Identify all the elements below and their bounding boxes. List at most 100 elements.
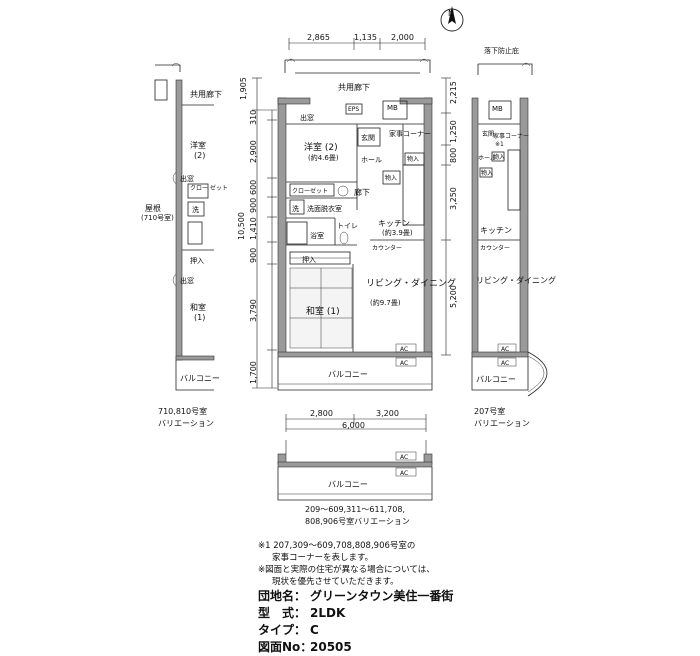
- meta-block: 団地名： グリーンタウン美住一番街 型 式： 2LDK タイプ： C 図面No：…: [258, 588, 453, 656]
- meta-type-value: C: [310, 623, 319, 637]
- tatami-mats: [289, 267, 353, 349]
- dim-left-7: 3,790: [249, 299, 258, 322]
- right-living-label: リビング・ダイニング: [476, 275, 556, 285]
- main-hall-label: ホール: [361, 156, 382, 164]
- compass-label: N: [448, 9, 454, 18]
- right-mb-label: MB: [492, 105, 503, 113]
- right-balcony-label: バルコニー: [476, 375, 516, 384]
- dim-bottom-1: 2,800: [310, 409, 333, 418]
- main-living-label: リビング・ダイニング: [366, 277, 456, 289]
- left-caption-1: 710,810号室: [158, 406, 207, 416]
- dim-bottom-total: 6,000: [342, 421, 365, 430]
- bottom-dimensions: 2,800 3,200 6,000: [285, 409, 427, 432]
- right-dimensions: 2,215 1,250 800 3,250 5,200: [441, 77, 458, 356]
- meta-kata-key: 型 式：: [258, 606, 307, 620]
- right-caption-1: 207号室: [474, 406, 505, 416]
- dim-right-2: 1,250: [449, 120, 458, 143]
- left-washitsu-label: 和室: [190, 302, 206, 312]
- main-storage1-label: 物入: [385, 174, 397, 182]
- main-oshiire-label: 押入: [302, 255, 316, 264]
- note-line: ※図面と実際の住宅が異なる場合については、: [258, 565, 435, 575]
- dim-right-1: 2,215: [449, 81, 458, 104]
- left-washitsu-num: (1): [194, 313, 205, 322]
- left-caption-2: バリエーション: [158, 419, 214, 428]
- dim-left-3: 600: [249, 180, 258, 195]
- main-genkan-label: 玄関: [361, 133, 375, 142]
- left-youshitsu-label: 洋室: [190, 140, 206, 150]
- dim-left-4: 900: [249, 198, 258, 213]
- main-ac1-label: AC: [400, 346, 408, 353]
- right-kaji-label: 家事コーナー: [493, 132, 529, 140]
- right-ac2-label: AC: [501, 360, 509, 367]
- left-dimensions: 1,905 310 2,900 600 900 1,410 900 3,790 …: [237, 77, 277, 389]
- dim-left-1: 310: [249, 110, 258, 125]
- main-living-size: (約9.7畳): [370, 298, 401, 307]
- main-ac2-label: AC: [400, 360, 408, 367]
- main-washitsu-label: 和室 (1): [306, 305, 340, 317]
- right-counter-label: カウンター: [480, 244, 510, 252]
- meta-danchi-key: 団地名：: [258, 589, 307, 603]
- dim-right-3: 800: [449, 148, 458, 163]
- dim-left-total: 10,500: [237, 212, 246, 240]
- meta-row-kata: 型 式： 2LDK: [258, 605, 453, 622]
- main-counter-label: カウンター: [372, 244, 402, 252]
- right-variant-plan: 落下防止庇 MB 玄関 家事コーナー ※1 ホール 物入 物入 キッチン カウン…: [471, 46, 556, 428]
- main-kitchen-label: キッチン: [378, 219, 410, 228]
- dim-left-6: 900: [249, 248, 258, 263]
- left-demado1-label: 出窓: [180, 174, 194, 183]
- dim-top-1: 2,865: [307, 33, 330, 42]
- top-canopy: [284, 58, 431, 74]
- main-demado-label: 出窓: [300, 113, 314, 122]
- right-genkan-label: 玄関: [482, 130, 494, 138]
- main-mb-label: MB: [387, 104, 398, 112]
- meta-danchi-value: グリーンタウン美住一番街: [310, 589, 454, 603]
- note-line: ※1 207,309～609,708,808,906号室の: [258, 541, 416, 551]
- left-oshiire-label: 押入: [190, 256, 204, 265]
- bottom-caption-1: 209～609,311～611,708,: [305, 505, 405, 514]
- left-closet-label: クロー ゼット: [190, 184, 228, 192]
- dim-right-5: 5,200: [449, 285, 458, 308]
- right-storage2-label: 物入: [481, 169, 493, 177]
- main-yokushitsu-label: 浴室: [310, 231, 324, 240]
- bottom-balcony-label: バルコニー: [328, 480, 368, 489]
- right-fall-label: 落下防止庇: [484, 46, 519, 55]
- dim-top-3: 2,000: [391, 33, 414, 42]
- left-demado2-label: 出窓: [180, 276, 194, 285]
- right-ac1-label: AC: [501, 346, 509, 353]
- north-arrow-icon: N: [440, 6, 464, 32]
- right-kitchen-label: キッチン: [480, 226, 512, 235]
- note-line: 現状を優先させていただきます。: [272, 577, 399, 587]
- meta-row-danchi: 団地名： グリーンタウン美住一番街: [258, 588, 453, 605]
- right-note-mark: ※1: [495, 141, 504, 148]
- main-floor-plan: 共用廊下 MB EPS 出窓 玄関 家事コーナー ホール 物入 物入 洋室 (2…: [277, 82, 456, 391]
- left-variant-plan: 共用廊下 洋室 (2) 出窓 クロー ゼット 洗 屋根 (710号室) 押入 出…: [141, 62, 228, 428]
- note-line: 家事コーナーを表します。: [272, 553, 374, 563]
- main-eps-label: EPS: [348, 106, 359, 113]
- meta-type-key: タイプ：: [258, 623, 307, 637]
- meta-kata-value: 2LDK: [310, 606, 346, 620]
- notes-block: ※1 207,309～609,708,808,906号室の 家事コーナーを表しま…: [258, 540, 435, 588]
- left-roof-label: 屋根: [145, 203, 161, 213]
- dim-left-top: 1,905: [239, 77, 248, 100]
- dim-left-2: 2,900: [249, 140, 258, 163]
- dim-right-4: 3,250: [449, 187, 458, 210]
- main-sen-label: 洗: [292, 204, 299, 213]
- main-corridor-label: 共用廊下: [338, 82, 370, 92]
- left-sen-label: 洗: [192, 205, 199, 214]
- right-hall-label: ホール: [478, 155, 496, 162]
- left-balcony-label: バルコニー: [180, 374, 220, 383]
- left-youshitsu-num: (2): [194, 151, 205, 160]
- main-balcony-label: バルコニー: [328, 370, 368, 379]
- dim-top-2: 1,135: [354, 33, 377, 42]
- bottom-ac2-label: AC: [400, 470, 408, 477]
- main-toilet-label: トイレ: [337, 222, 358, 230]
- main-senmen-label: 洗面脱衣室: [307, 204, 342, 213]
- top-dimensions: 2,865 1,135 2,000: [288, 33, 426, 50]
- bottom-variant-plan: AC AC バルコニー 209～609,311～611,708, 808,906…: [277, 440, 433, 526]
- main-storage2-label: 物入: [407, 155, 419, 163]
- left-corridor-label: 共用廊下: [190, 89, 222, 99]
- right-storage1-label: 物入: [493, 153, 505, 161]
- meta-row-zumen: 図面No： 20505: [258, 639, 453, 656]
- dim-bottom-2: 3,200: [376, 409, 399, 418]
- meta-zumen-key: 図面No：: [258, 640, 313, 654]
